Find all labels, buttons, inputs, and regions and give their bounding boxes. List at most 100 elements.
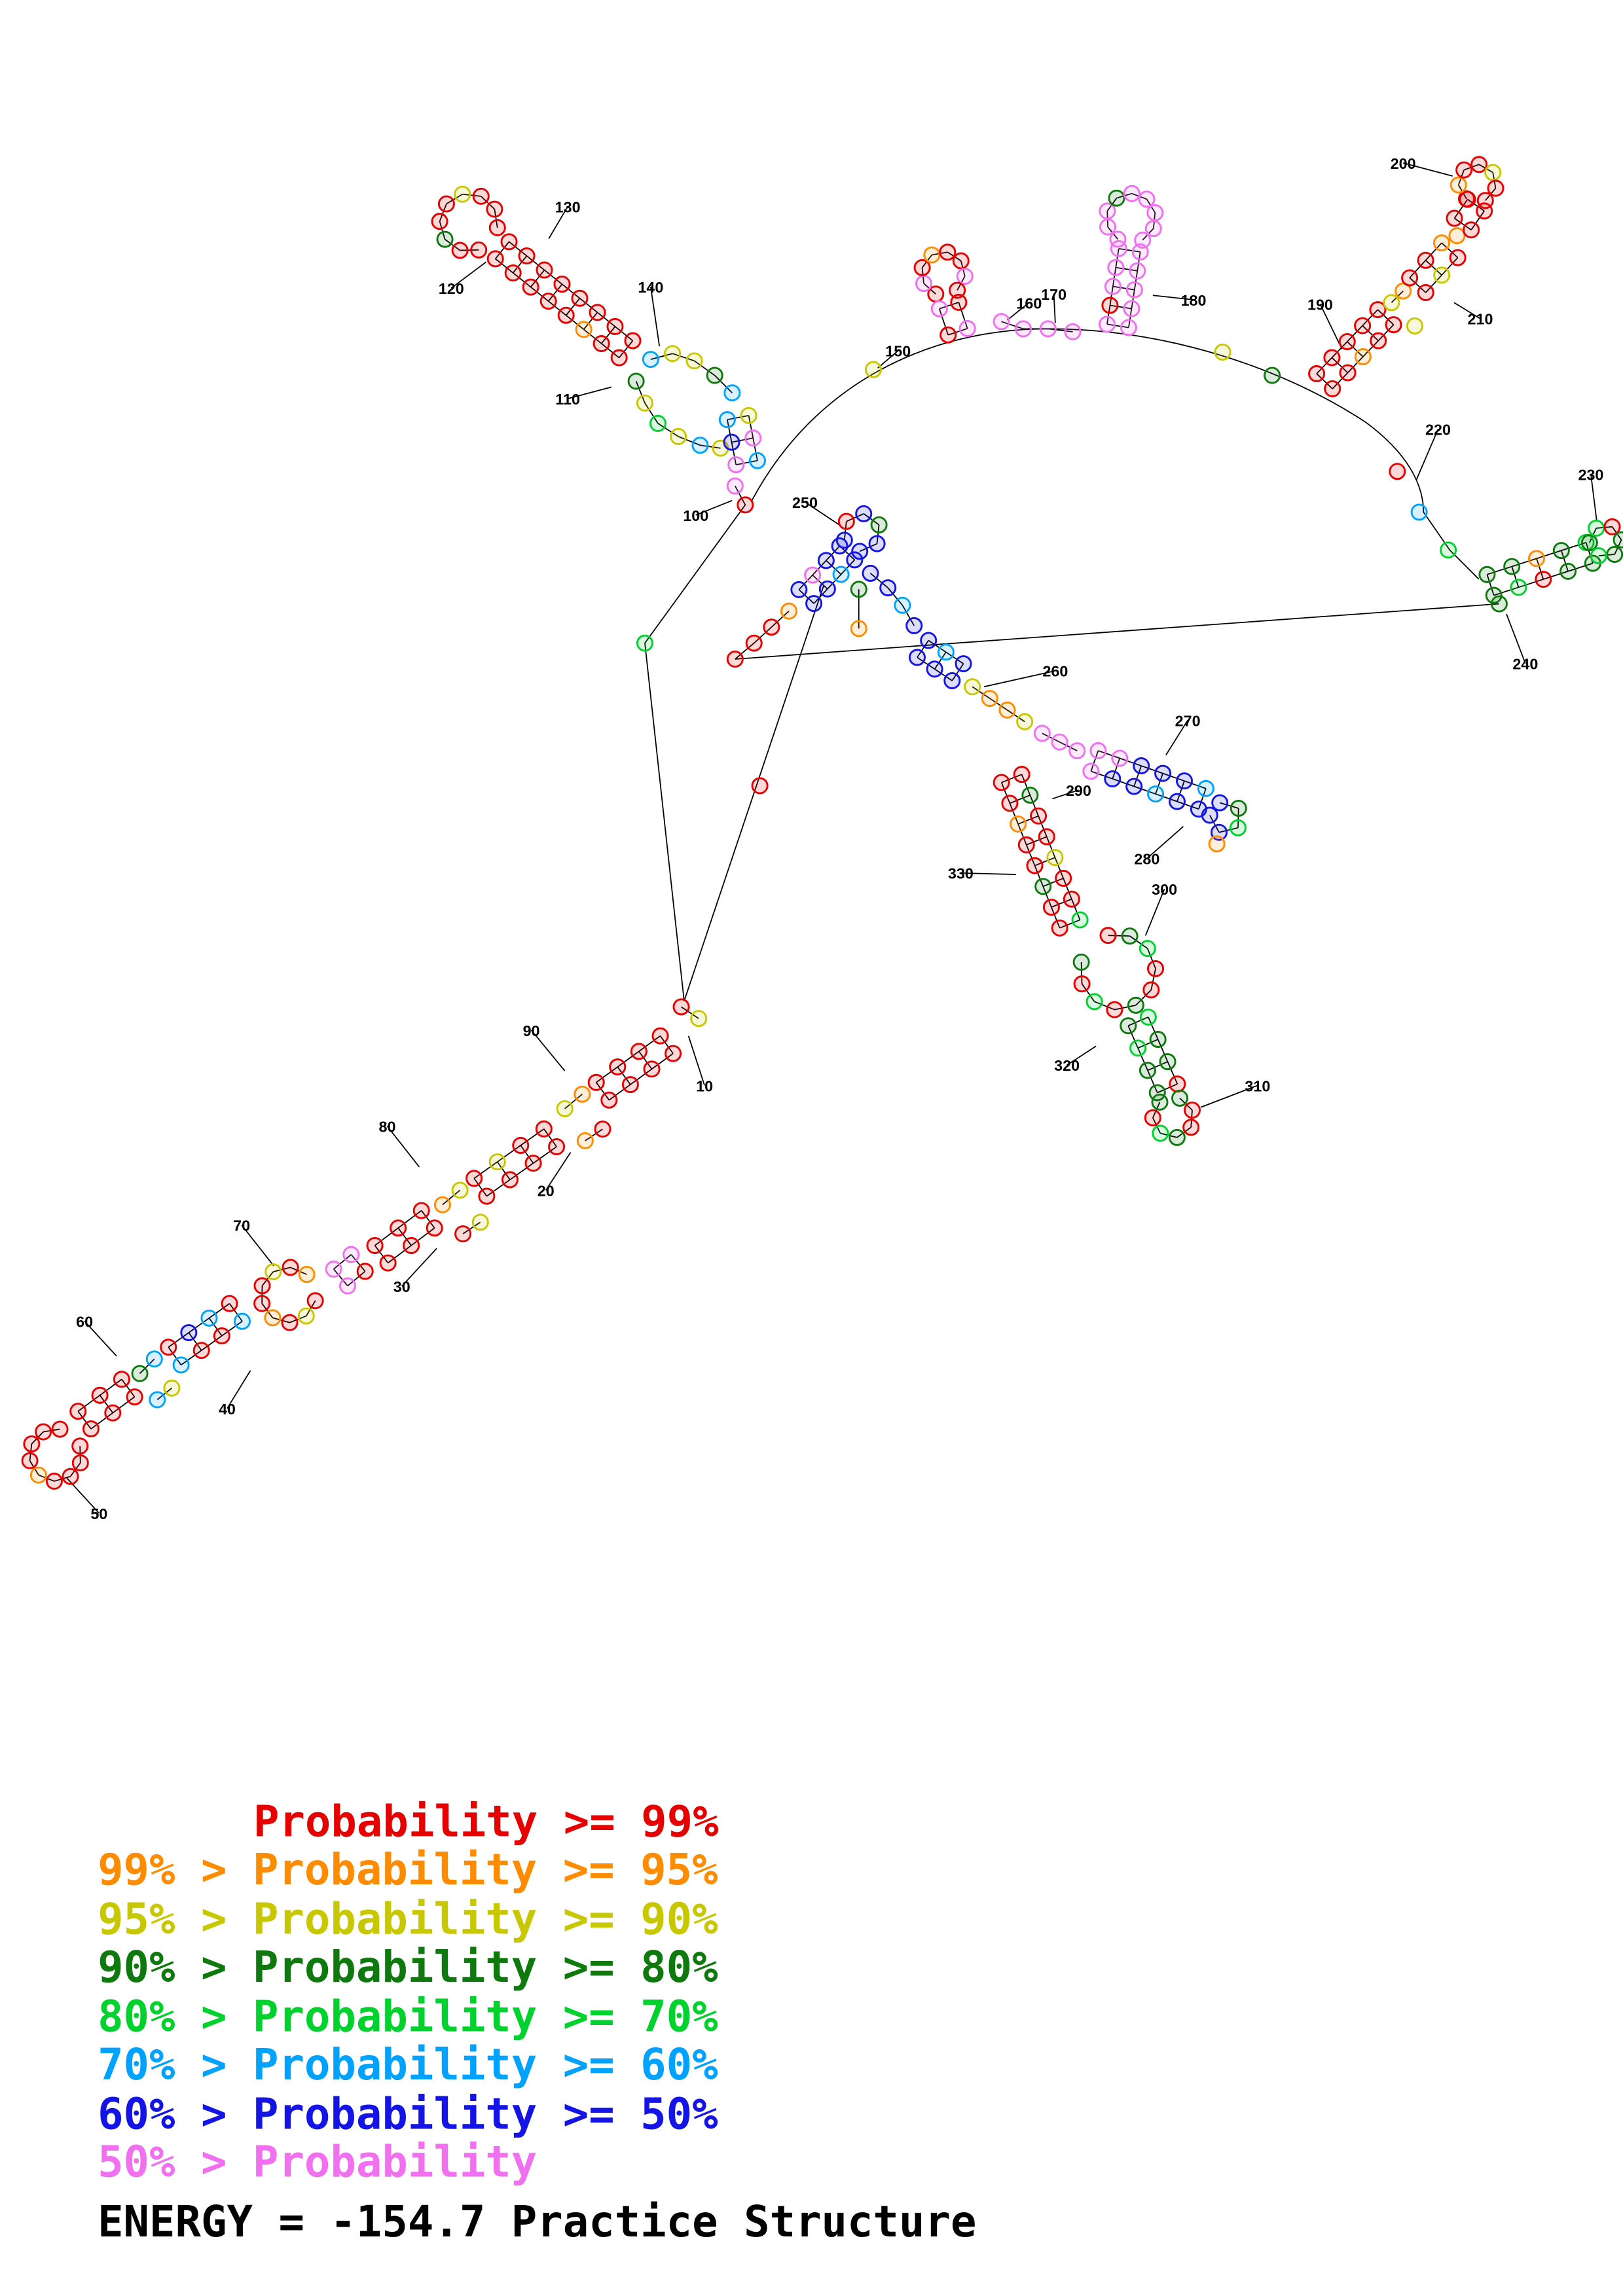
nucleotide	[649, 414, 666, 432]
backbone-segment	[566, 315, 585, 331]
nucleotide	[740, 406, 757, 424]
nucleotide	[1183, 1102, 1201, 1119]
backbone-segment	[1486, 574, 1495, 596]
nucleotide	[436, 230, 454, 248]
backbone-segment	[112, 1396, 136, 1414]
label-leader-line	[545, 1152, 572, 1191]
backbone-segment	[261, 1303, 274, 1318]
backbone-segment	[1038, 816, 1048, 837]
nucleotide	[1211, 794, 1229, 812]
label-leader-line	[1052, 789, 1079, 800]
legend: Probability >= 99% 99% > Probability >= …	[98, 1797, 719, 2187]
nucleotide	[1138, 190, 1156, 208]
nucleotide	[1072, 954, 1090, 971]
nucleotide	[486, 200, 503, 218]
backbone-segment	[445, 238, 461, 251]
backbone-segment	[1160, 1132, 1178, 1138]
position-label: 280	[1134, 851, 1159, 868]
backbone-segment	[727, 414, 749, 421]
backbone-segment	[1131, 289, 1135, 309]
backbone-segment	[735, 603, 1499, 660]
backbone-segment	[1001, 774, 1022, 783]
nucleotide	[1064, 323, 1082, 340]
nucleotide	[589, 304, 606, 321]
backbone-segment	[272, 1317, 290, 1323]
label-leader-line	[1590, 474, 1597, 521]
backbone-segment	[99, 1395, 114, 1414]
backbone-segment	[290, 1266, 307, 1275]
nucleotide	[1214, 343, 1231, 361]
nucleotide	[1603, 518, 1621, 535]
backbone-segment	[261, 1271, 274, 1286]
legend-line-95: 99% > Probability >= 95%	[98, 1845, 718, 1895]
backbone-segment	[1112, 778, 1135, 787]
nucleotide	[835, 531, 853, 549]
nucleotide	[727, 456, 745, 474]
backbone-segment	[869, 573, 888, 588]
backbone-segment	[1059, 919, 1080, 929]
backbone-segment	[543, 269, 563, 285]
nucleotide	[1201, 806, 1218, 824]
position-label: 70	[233, 1217, 250, 1234]
backbone-segment	[1511, 566, 1520, 588]
position-label: 310	[1245, 1077, 1270, 1094]
nucleotide	[91, 1386, 109, 1404]
backbone-segment	[494, 241, 510, 259]
nucleotide	[1168, 1128, 1186, 1146]
label-leader-line	[877, 350, 899, 369]
backbone-segment	[1137, 1047, 1148, 1071]
nucleotide	[908, 649, 926, 666]
nucleotide	[1354, 317, 1372, 334]
nucleotide	[837, 512, 855, 530]
backbone-segment	[496, 1161, 511, 1180]
position-label: 120	[439, 280, 464, 297]
nucleotide	[1051, 919, 1068, 937]
backbone-segment	[843, 521, 847, 541]
backbone-segment	[1316, 357, 1333, 374]
nucleotide	[539, 293, 557, 310]
backbone-segment	[1133, 765, 1142, 787]
backbone-segment	[1098, 750, 1120, 759]
position-label: 100	[683, 507, 708, 524]
nucleotide	[62, 1467, 79, 1485]
backbone-segment	[1155, 773, 1163, 795]
backbone-segment	[754, 626, 772, 644]
nucleotide	[998, 701, 1016, 719]
backbone-segment	[1115, 248, 1120, 268]
nucleotide	[981, 690, 998, 708]
backbone-segment	[635, 381, 646, 404]
nucleotide	[763, 619, 780, 636]
position-label: 220	[1425, 422, 1451, 439]
position-label: 320	[1054, 1057, 1080, 1074]
nucleotide	[1127, 996, 1144, 1014]
nucleotide	[1026, 857, 1044, 874]
nucleotide	[472, 187, 490, 205]
nucleotide	[104, 1404, 122, 1422]
nucleotide	[1063, 890, 1080, 908]
backbone-segment	[1063, 878, 1072, 900]
nucleotide	[855, 505, 873, 522]
backbone-segment	[1425, 274, 1442, 293]
label-leader-line	[695, 499, 733, 516]
nucleotide	[281, 1314, 299, 1331]
position-label: 260	[1042, 663, 1068, 680]
backbone-segment	[947, 328, 968, 336]
nucleotide	[71, 1454, 89, 1472]
nucleotide	[864, 361, 882, 378]
backbone-segment	[565, 298, 581, 316]
position-label: 130	[555, 199, 581, 216]
position-label: 90	[523, 1022, 540, 1039]
nucleotide	[200, 1309, 218, 1327]
backbone-segment	[1010, 795, 1030, 804]
nucleotide	[1108, 189, 1125, 207]
backbone-segment	[201, 1335, 223, 1351]
backbone-segment	[520, 1128, 545, 1146]
backbone-segment	[1493, 586, 1519, 596]
backbone-segment	[289, 1315, 307, 1323]
nucleotide	[1385, 316, 1402, 334]
backbone-segment	[374, 1245, 389, 1264]
backbone-segment	[972, 686, 991, 699]
nucleotide	[390, 1219, 407, 1237]
backbone-segment	[1453, 199, 1468, 219]
nucleotide	[1169, 1075, 1186, 1093]
